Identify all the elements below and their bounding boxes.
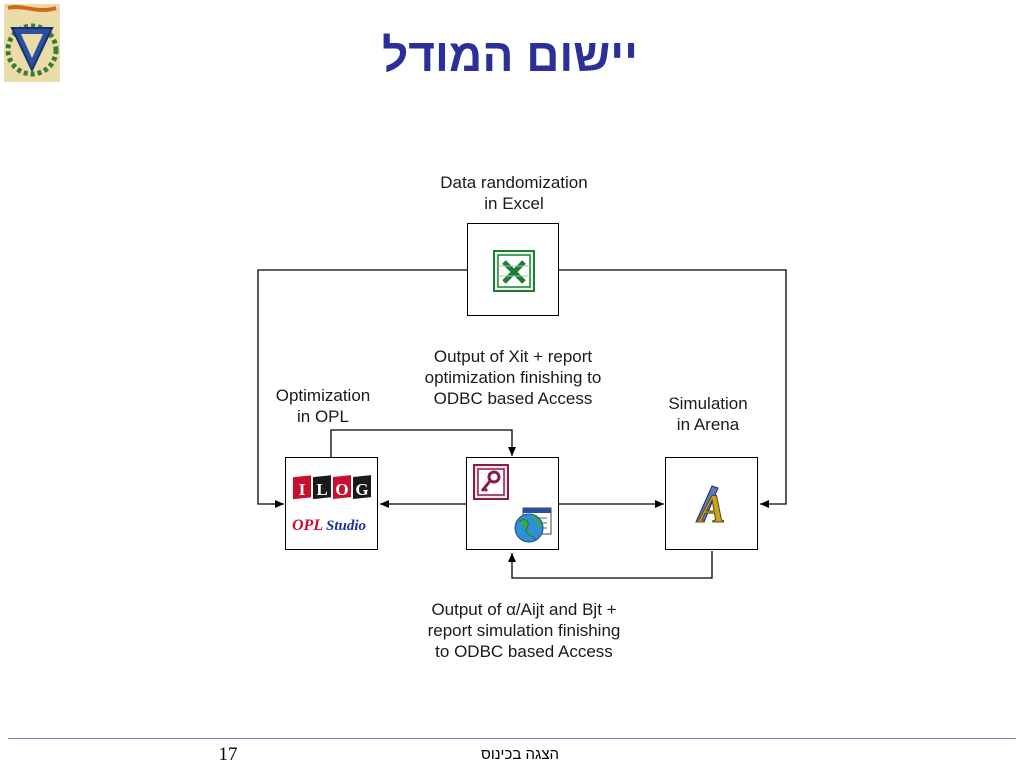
ilog-opl-studio-logo: I L O G OPL Studio <box>292 475 371 534</box>
svg-text:I: I <box>299 480 306 499</box>
opl-label: Optimization in OPL <box>275 386 371 426</box>
excel-icon <box>493 250 535 292</box>
excel-label: Data randomization in Excel <box>440 173 588 213</box>
arena-icon: A <box>695 485 726 532</box>
svg-text:G: G <box>355 480 368 499</box>
connector-arena-to-access <box>508 551 713 579</box>
access-node <box>466 457 559 550</box>
optimization-output-note: Output of Xit + report optimization fini… <box>424 347 602 408</box>
excel-node <box>467 223 559 316</box>
access-odbc-icon <box>473 464 552 543</box>
opl-node: I L O G OPL Studio <box>285 457 378 550</box>
slide-title: יישום המודל <box>381 29 639 81</box>
page-number: 17 <box>218 744 238 765</box>
arena-label: Simulation in Arena <box>668 394 748 434</box>
arena-node: A <box>665 457 758 550</box>
simulation-output-note: Output of α/Aijt and Bjt + report simula… <box>427 600 621 661</box>
university-logo <box>4 4 60 82</box>
connector-excel-to-arena <box>558 269 787 508</box>
connector-opl-to-access <box>330 429 516 457</box>
footer-text: הצגה בכינוס <box>480 746 559 763</box>
connector-excel-to-opl <box>257 269 467 508</box>
svg-text:L: L <box>316 480 327 499</box>
svg-text:O: O <box>335 480 348 499</box>
svg-text:OPL: OPL <box>292 517 323 534</box>
footer-divider <box>8 738 1016 739</box>
svg-text:A: A <box>696 486 726 531</box>
svg-text:Studio: Studio <box>326 518 366 534</box>
